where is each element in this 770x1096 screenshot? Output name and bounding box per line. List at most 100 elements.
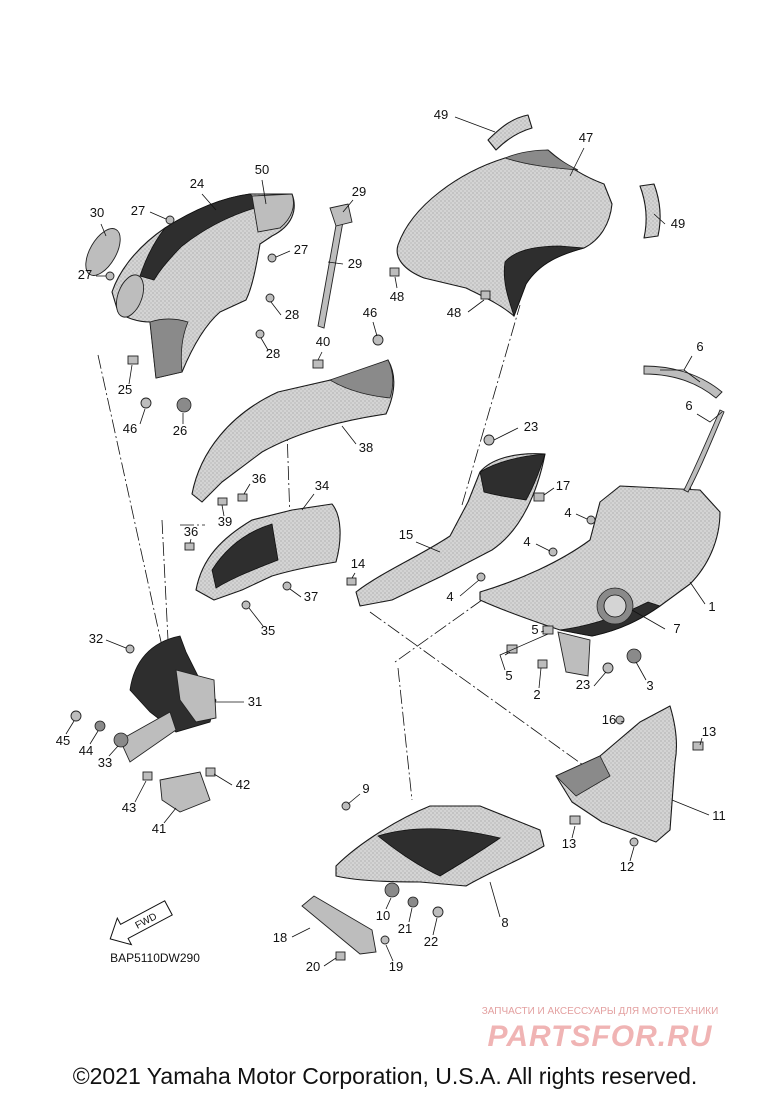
part-47-front-cowl (396, 149, 613, 318)
clip-36-a (237, 493, 248, 502)
fwd-arrow-icon: FWD (109, 900, 173, 946)
part-1-side-cover (479, 485, 721, 677)
callout-48: 48 (447, 305, 461, 320)
bolt-27-c (105, 271, 115, 281)
bolt-23-b (602, 662, 614, 674)
copyright-notice: ©2021 Yamaha Motor Corporation, U.S.A. A… (73, 1063, 698, 1089)
part-49-strip-right (639, 183, 661, 239)
leader-lines (65, 116, 723, 967)
callout-28: 28 (285, 307, 299, 322)
callout-9: 9 (362, 781, 369, 796)
callout-7: 7 (673, 621, 680, 636)
callout-21: 21 (398, 921, 412, 936)
callout-31: 31 (248, 694, 262, 709)
clip-43 (142, 771, 153, 781)
clip-40 (312, 359, 324, 369)
callout-41: 41 (152, 821, 166, 836)
clip-48-a (389, 267, 400, 277)
part-6-strip (643, 365, 723, 399)
callout-38: 38 (359, 440, 373, 455)
callout-13: 13 (562, 836, 576, 851)
callout-28: 28 (266, 346, 280, 361)
clip-2 (537, 659, 548, 669)
bolt-28-a (265, 293, 275, 303)
callout-43: 43 (122, 800, 136, 815)
callout-30: 30 (90, 205, 104, 220)
bolt-4-c (476, 572, 486, 582)
part-18-bracket (301, 895, 377, 955)
callout-49: 49 (671, 216, 685, 231)
callout-29: 29 (348, 256, 362, 271)
callout-17: 17 (556, 478, 570, 493)
callout-33: 33 (98, 755, 112, 770)
watermark-tagline: ЗАПЧАСТИ И АКСЕССУАРЫ ДЛЯ МОТОТЕХНИКИ (482, 1006, 719, 1017)
clip-5-a (542, 625, 554, 635)
clip-48-b (480, 290, 491, 300)
bolt-32 (125, 644, 135, 654)
callout-15: 15 (399, 527, 413, 542)
part-38-middle-panel (191, 359, 395, 503)
callout-40: 40 (316, 334, 330, 349)
callout-16: 16 (602, 712, 616, 727)
bolt-12 (629, 837, 639, 847)
watermark: ЗАПЧАСТИ И АКСЕССУАРЫ ДЛЯ МОТОТЕХНИКИ PA… (482, 1006, 719, 1053)
callout-19: 19 (389, 959, 403, 974)
callout-27: 27 (131, 203, 145, 218)
part-29-rod (317, 213, 345, 329)
callout-44: 44 (79, 743, 93, 758)
clip-14 (346, 577, 357, 586)
callout-37: 37 (304, 589, 318, 604)
collar-44 (94, 720, 106, 732)
callout-10: 10 (376, 908, 390, 923)
callout-6: 6 (696, 339, 703, 354)
part-29-clip (329, 203, 353, 227)
part-31-bracket (119, 635, 217, 763)
bolt-23-a (483, 434, 495, 446)
clip-36-b (184, 542, 195, 551)
bolt-45 (70, 710, 82, 722)
part-30-cover (85, 228, 121, 276)
part-49-strip-top (487, 114, 533, 151)
callout-1: 1 (708, 599, 715, 614)
part-8-lower-cover (335, 805, 545, 887)
part-41-bracket (159, 771, 211, 813)
drawing-code: BAP5110DW290 (110, 951, 200, 965)
watermark-logo: PARTSFOR.RU (488, 1020, 713, 1053)
collar-21 (407, 896, 419, 908)
callout-29: 29 (352, 184, 366, 199)
callout-23: 23 (576, 677, 590, 692)
callout-2: 2 (533, 687, 540, 702)
grommet-26 (176, 397, 192, 413)
callout-36: 36 (252, 471, 266, 486)
grommet-3 (626, 648, 642, 664)
grommet-33 (113, 732, 129, 748)
bolt-27-b (267, 253, 277, 263)
callout-14: 14 (351, 556, 365, 571)
clip-42 (205, 767, 216, 777)
callout-27: 27 (78, 267, 92, 282)
callout-24: 24 (190, 176, 204, 191)
callout-27: 27 (294, 242, 308, 257)
connector-lines (97, 304, 721, 801)
callout-26: 26 (173, 423, 187, 438)
callout-47: 47 (579, 130, 593, 145)
callout-45: 45 (56, 733, 70, 748)
clip-25 (127, 355, 139, 365)
part-15-side-panel (355, 453, 546, 607)
bolt-16 (615, 715, 625, 725)
callout-34: 34 (315, 478, 329, 493)
part-24-inner-panel (111, 193, 295, 379)
callout-36: 36 (184, 524, 198, 539)
bolt-35 (241, 600, 251, 610)
callout-11: 11 (712, 808, 726, 823)
bolt-28-b (255, 329, 265, 339)
bolt-27-a (165, 215, 175, 225)
part-34-inner-panel (195, 503, 341, 601)
callout-25: 25 (118, 382, 132, 397)
callout-39: 39 (218, 514, 232, 529)
callout-50: 50 (255, 162, 269, 177)
clip-20 (335, 951, 346, 961)
callout-35: 35 (261, 623, 275, 638)
callout-32: 32 (89, 631, 103, 646)
bolt-22 (432, 906, 444, 918)
